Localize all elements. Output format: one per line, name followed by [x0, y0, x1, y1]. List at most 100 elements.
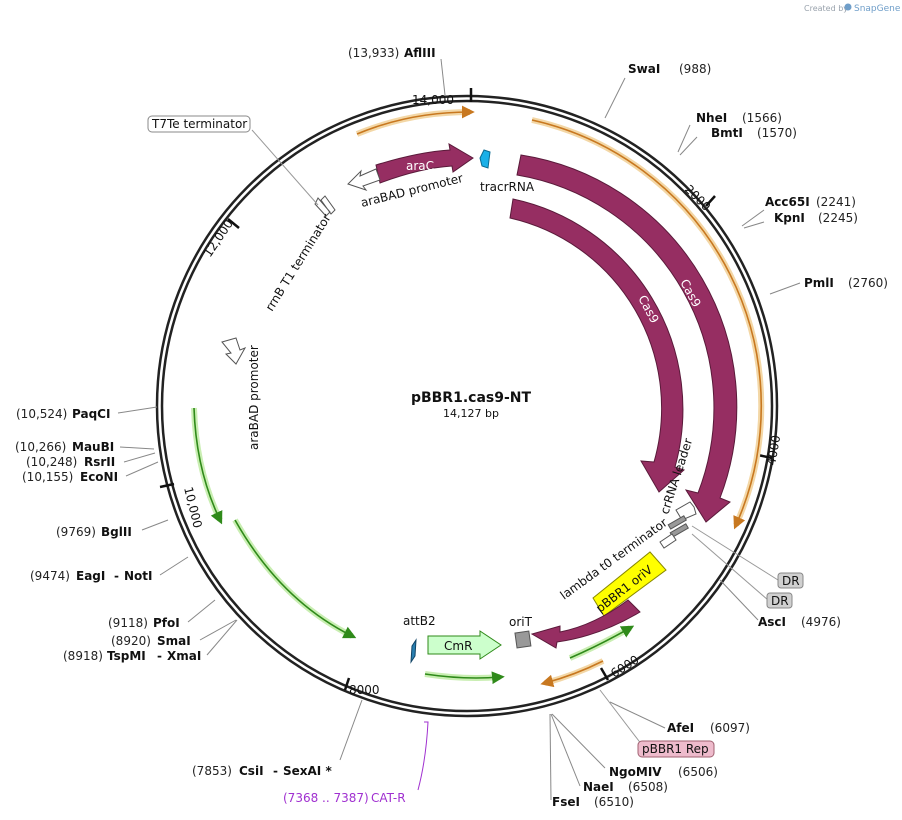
tracrrna-marker — [479, 149, 491, 169]
svg-text:(4976): (4976) — [801, 615, 841, 629]
cmr-label: CmR — [444, 639, 472, 653]
svg-text:NheI: NheI — [696, 111, 727, 125]
svg-text:SexAI *: SexAI * — [283, 764, 332, 778]
t7te-leader — [251, 129, 319, 206]
crrna-leader-arrow — [675, 501, 697, 521]
dr2-box — [766, 592, 793, 609]
backbone-outer — [155, 94, 779, 718]
tracrrna-label: tracrRNA — [480, 180, 535, 194]
rrnb-terminator-icon — [314, 195, 336, 217]
green-track-left — [193, 407, 223, 525]
orit-feature — [514, 630, 532, 649]
svg-text:(2241): (2241) — [816, 195, 856, 209]
svg-text:Acc65I: Acc65I — [765, 195, 810, 209]
rep-box — [637, 740, 715, 758]
svg-text:(10,248): (10,248) — [26, 455, 77, 469]
svg-text:(10,266): (10,266) — [15, 440, 66, 454]
dr2-label: DR — [771, 594, 789, 608]
svg-text:(9118): (9118) — [108, 616, 148, 630]
orange-track-top — [356, 105, 475, 135]
oriv-feature — [592, 551, 667, 617]
svg-text:PfoI: PfoI — [153, 616, 180, 630]
plasmid-name: pBBR1.cas9-NT — [411, 390, 532, 406]
cmr-feature — [427, 630, 502, 660]
svg-text:EcoNI: EcoNI — [80, 470, 118, 484]
t7te-box — [147, 115, 251, 133]
svg-text:(9474): (9474) — [30, 569, 70, 583]
svg-text:SwaI: SwaI — [628, 62, 660, 76]
svg-text:PmlI: PmlI — [804, 276, 834, 290]
svg-text:NotI: NotI — [124, 569, 153, 583]
svg-text:(988): (988) — [679, 62, 711, 76]
dr1-label: DR — [782, 574, 800, 588]
svg-text:(1566): (1566) — [742, 111, 782, 125]
site-leaders — [117, 58, 801, 801]
svg-text:(6097): (6097) — [710, 721, 750, 735]
svg-text:(6510): (6510) — [594, 795, 634, 809]
svg-text:(7853): (7853) — [192, 764, 232, 778]
svg-text:RsrII: RsrII — [84, 455, 115, 469]
watermark-prefix: Created by — [804, 4, 848, 13]
dr1-box — [777, 572, 804, 589]
rep-leader — [599, 689, 643, 746]
arabad-promoter-top-arrow — [347, 168, 381, 191]
svg-text:CsiI: CsiI — [239, 764, 264, 778]
svg-text:PaqCI: PaqCI — [72, 407, 110, 421]
svg-text:NaeI: NaeI — [583, 780, 614, 794]
cat-r-range: (7368 .. 7387) — [283, 791, 369, 805]
svg-text:AscI: AscI — [758, 615, 786, 629]
svg-text:NgoMIV: NgoMIV — [609, 765, 662, 779]
watermark-brand: SnapGene — [854, 4, 901, 14]
svg-text:(8920): (8920) — [111, 634, 151, 648]
svg-text:-: - — [157, 649, 162, 663]
cat-r-name: CAT-R — [371, 791, 406, 805]
rrnb-terminator-label: rrnB T1 terminator — [263, 211, 334, 313]
svg-text:(13,933): (13,933) — [348, 46, 399, 60]
orange-track-bottom — [540, 660, 604, 688]
ruler — [159, 88, 773, 691]
attb2-feature — [410, 638, 417, 664]
rep-arrow — [530, 599, 641, 649]
green-track-bottom — [424, 671, 505, 685]
svg-text:(10,155): (10,155) — [22, 470, 73, 484]
attb2-label: attB2 — [403, 614, 436, 628]
tick-14000: 14,000 — [412, 93, 454, 107]
t7te-label: T7Te terminator — [151, 117, 247, 131]
arac-label: araC — [406, 159, 434, 173]
plasmid-length: 14,127 bp — [443, 407, 499, 420]
svg-text:(6508): (6508) — [628, 780, 668, 794]
svg-text:AfeI: AfeI — [667, 721, 694, 735]
svg-text:(10,524): (10,524) — [16, 407, 67, 421]
cas9-outer-arrow — [516, 154, 738, 523]
dr-block-1 — [667, 515, 687, 530]
snapgene-logo-icon — [844, 3, 852, 11]
dr1-leader — [691, 525, 779, 581]
svg-text:(9769): (9769) — [56, 525, 96, 539]
svg-text:(2245): (2245) — [818, 211, 858, 225]
dr2-leader — [691, 533, 769, 601]
svg-text:(8918): (8918) — [63, 649, 103, 663]
svg-text:AflIII: AflIII — [404, 46, 436, 60]
tick-4000: 4000 — [764, 434, 783, 467]
svg-text:-: - — [114, 569, 119, 583]
svg-text:SmaI: SmaI — [157, 634, 191, 648]
svg-text:BglII: BglII — [101, 525, 132, 539]
lambda-terminator-icon — [659, 533, 677, 549]
arabad-promoter-left-arrow — [221, 337, 247, 365]
cat-r-primer-line — [417, 721, 429, 791]
svg-text:XmaI: XmaI — [167, 649, 201, 663]
snapgene-watermark: Created by SnapGene — [804, 3, 901, 14]
green-track-mid-halo — [232, 518, 354, 639]
svg-text:KpnI: KpnI — [774, 211, 805, 225]
orit-label: oriT — [509, 615, 533, 629]
svg-text:MauBI: MauBI — [72, 440, 114, 454]
svg-text:(1570): (1570) — [757, 126, 797, 140]
svg-text:-: - — [273, 764, 278, 778]
svg-text:FseI: FseI — [552, 795, 580, 809]
svg-text:TspMI: TspMI — [107, 649, 146, 663]
cas9-inner-arrow — [509, 198, 685, 493]
green-track-mid — [234, 519, 357, 639]
svg-text:(6506): (6506) — [678, 765, 718, 779]
orange-track-bottom-halo — [544, 658, 605, 686]
